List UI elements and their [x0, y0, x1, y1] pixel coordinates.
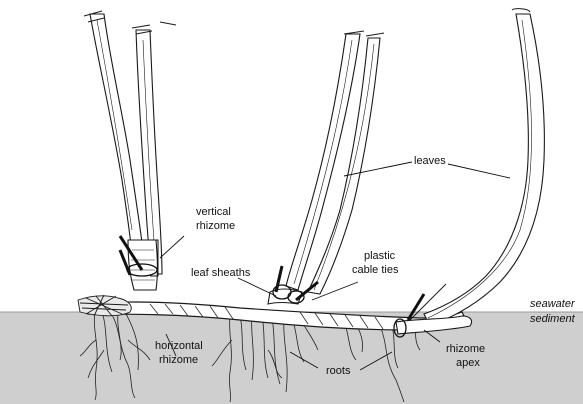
right-plant — [396, 9, 544, 334]
label-horizontal-rhizome-2: rhizome — [159, 354, 198, 366]
label-rhizome-apex-2: apex — [456, 357, 480, 369]
label-roots: roots — [326, 365, 351, 377]
label-leaf-sheaths: leaf sheaths — [191, 267, 251, 279]
label-plastic-2: cable ties — [352, 264, 399, 276]
label-plastic-1: plastic — [364, 250, 396, 262]
left-plant — [84, 11, 176, 290]
label-sediment: sediment — [530, 313, 576, 325]
label-rhizome-apex-1: rhizome — [446, 343, 485, 355]
label-horizontal-rhizome-1: horizontal — [155, 340, 203, 352]
left-rhizome-tangle — [78, 295, 131, 316]
label-vertical-rhizome-1: vertical — [196, 206, 231, 218]
label-seawater: seawater — [530, 298, 576, 310]
label-leaves: leaves — [414, 155, 446, 167]
sediment-band — [0, 312, 583, 404]
label-vertical-rhizome-2: rhizome — [196, 220, 235, 232]
